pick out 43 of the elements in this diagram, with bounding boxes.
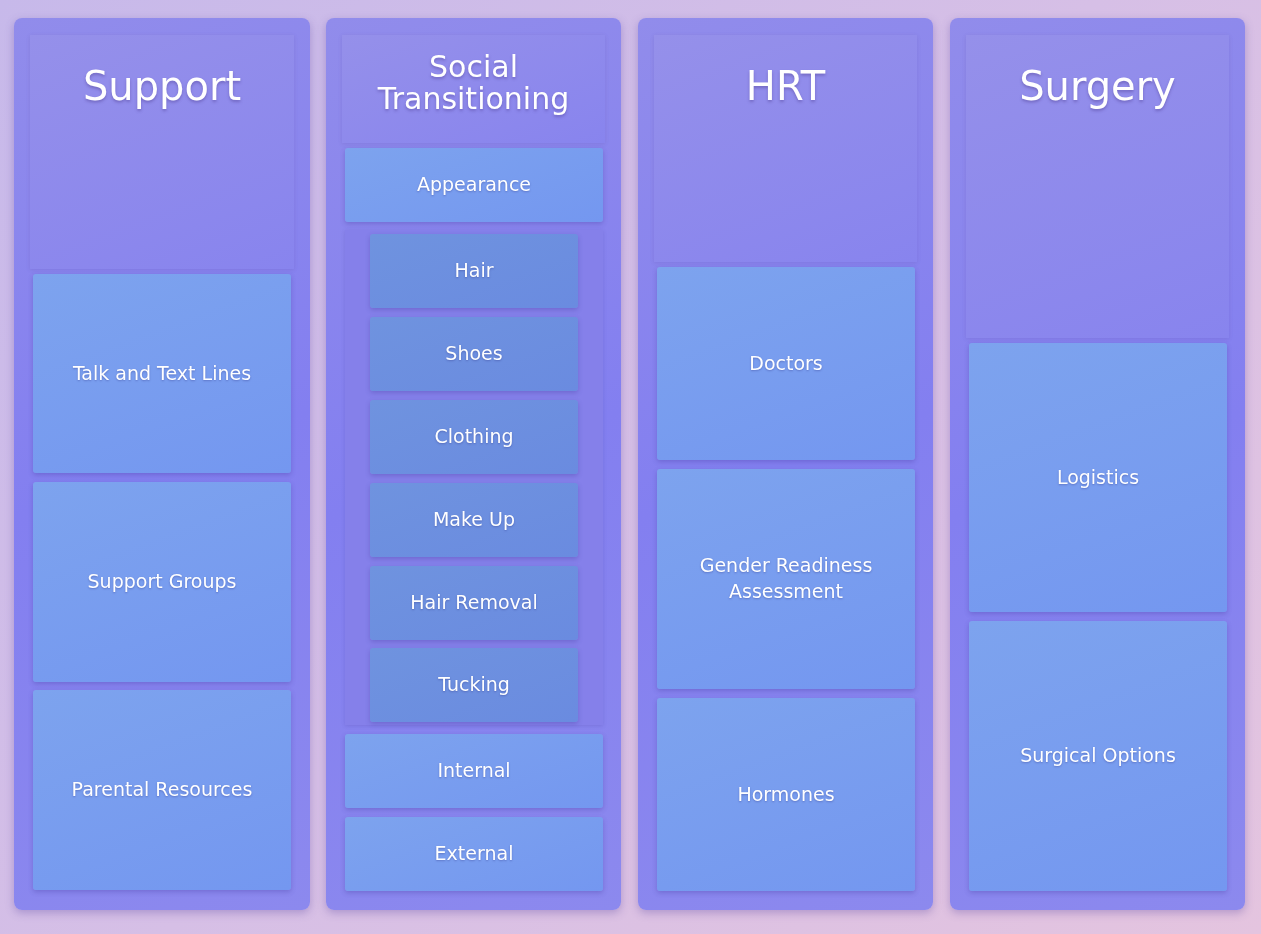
topic-card: [657, 469, 915, 689]
column-title: Support: [82, 65, 242, 107]
topic-card: [657, 698, 915, 891]
card-label: Hormones: [736, 781, 836, 807]
topic-card: [370, 566, 578, 640]
column-panel: [638, 18, 933, 910]
topic-card: [33, 690, 291, 890]
card-label: Hair: [453, 258, 495, 284]
topic-card: [657, 267, 915, 460]
card-label: Parental Resources: [70, 777, 254, 803]
topic-card: [969, 343, 1227, 612]
card-label: External: [433, 841, 515, 867]
card-label: Gender Readiness Assessment: [698, 553, 874, 604]
card-label: Shoes: [444, 341, 504, 367]
card-label: Talk and Text Lines: [71, 360, 253, 386]
card-label: Tucking: [437, 672, 511, 698]
topic-card: [33, 274, 291, 473]
column-panel: [14, 18, 310, 910]
column-title: HRT: [745, 65, 826, 107]
card-label: Internal: [436, 758, 512, 784]
topic-card: [370, 317, 578, 391]
topic-card: [345, 817, 603, 891]
topic-card: [345, 734, 603, 808]
card-label: Appearance: [415, 172, 533, 198]
topic-card: [969, 621, 1227, 891]
card-label: Doctors: [748, 350, 824, 376]
card-label: Make Up: [431, 507, 517, 533]
group-panel: [345, 230, 603, 725]
topic-card: [370, 648, 578, 722]
topic-card: [370, 400, 578, 474]
column-title: Surgery: [1019, 65, 1176, 107]
card-label: Logistics: [1055, 464, 1141, 490]
topic-card: [370, 483, 578, 557]
card-label: Support Groups: [86, 569, 238, 595]
topic-card: [33, 482, 291, 682]
column-title: Social Transitioning: [376, 51, 571, 114]
card-label: Surgical Options: [1019, 743, 1177, 769]
card-label: Hair Removal: [409, 590, 539, 616]
topic-card: [370, 234, 578, 308]
column-panel: [326, 18, 621, 910]
column-panel: [950, 18, 1245, 910]
topic-card: [345, 148, 603, 222]
card-label: Clothing: [433, 424, 515, 450]
